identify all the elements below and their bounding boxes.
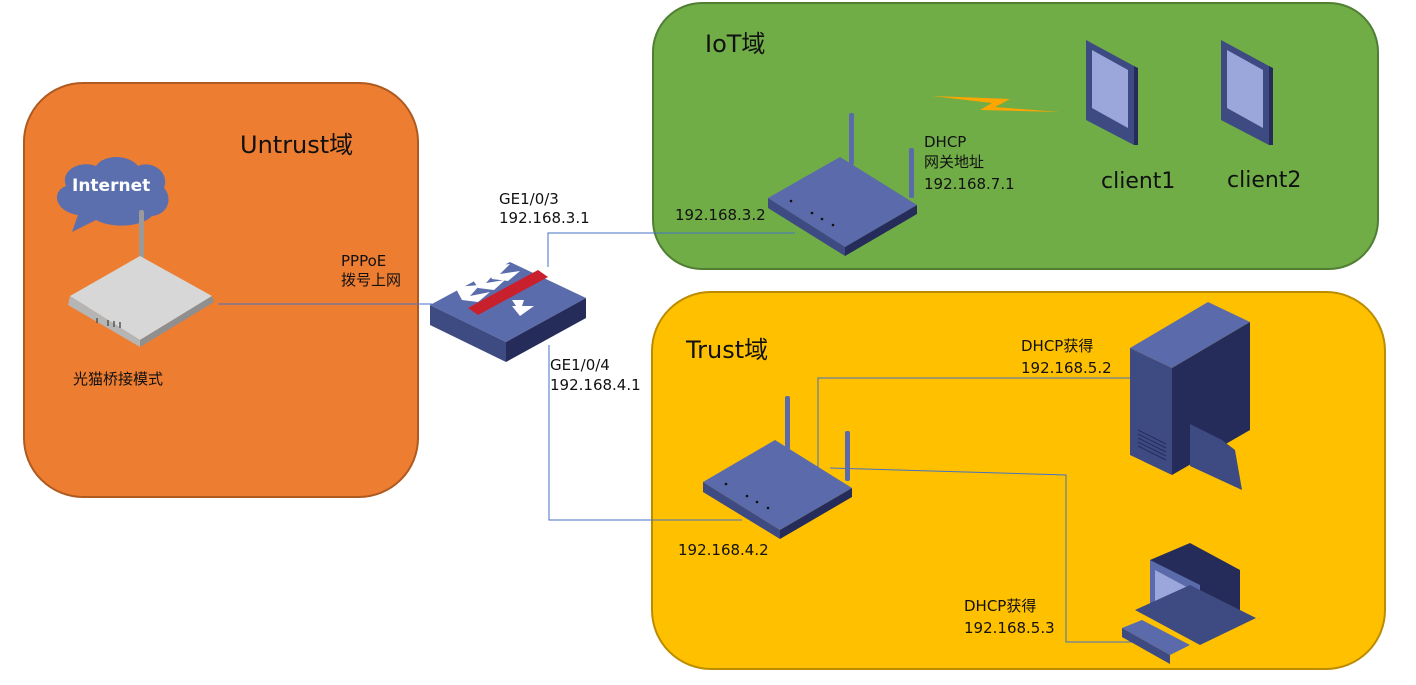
iot-gateway-ip: 192.168.7.1 (924, 175, 1015, 193)
port-ge103-label: GE1/0/3 (499, 190, 559, 208)
pc-icon (1122, 543, 1256, 664)
client1-label: client1 (1101, 169, 1176, 194)
client2-device-icon (1221, 40, 1273, 145)
iot-gateway-label: 网关地址 (924, 153, 985, 171)
untrust-zone-title: Untrust域 (240, 131, 354, 159)
trust-router-wan-ip: 192.168.4.2 (678, 541, 769, 559)
client1-device-icon (1086, 40, 1138, 145)
trust-zone-title: Trust域 (686, 336, 769, 364)
port-ge104-ip: 192.168.4.1 (550, 376, 641, 394)
wireless-link-icon (932, 96, 1060, 112)
trust-router-icon (703, 396, 852, 539)
optical-modem-icon (68, 210, 214, 347)
pppoe-dial-label: 拨号上网 (341, 271, 402, 289)
firewall-icon (430, 262, 586, 362)
link-firewall-trust-router (548, 345, 742, 521)
pc-dhcp-label: DHCP获得 (964, 597, 1037, 615)
link-trust-router-pc (829, 467, 1168, 643)
client2-label: client2 (1227, 168, 1302, 193)
pppoe-label: PPPoE (341, 252, 387, 270)
internet-label: Internet (72, 176, 151, 196)
server-ip: 192.168.5.2 (1021, 359, 1112, 377)
link-trust-router-server (817, 377, 1130, 470)
link-firewall-iot-router (547, 232, 795, 267)
iot-dhcp-label: DHCP (924, 133, 967, 151)
iot-zone-title: IoT域 (705, 30, 766, 58)
pc-ip: 192.168.5.3 (964, 619, 1055, 637)
server-icon (1130, 302, 1250, 490)
server-dhcp-label: DHCP获得 (1021, 337, 1094, 355)
port-ge103-ip: 192.168.3.1 (499, 209, 590, 227)
modem-label: 光猫桥接模式 (73, 370, 164, 388)
iot-router-wan-ip: 192.168.3.2 (675, 206, 766, 224)
port-ge104-label: GE1/0/4 (550, 356, 610, 374)
iot-router-icon (768, 113, 917, 256)
